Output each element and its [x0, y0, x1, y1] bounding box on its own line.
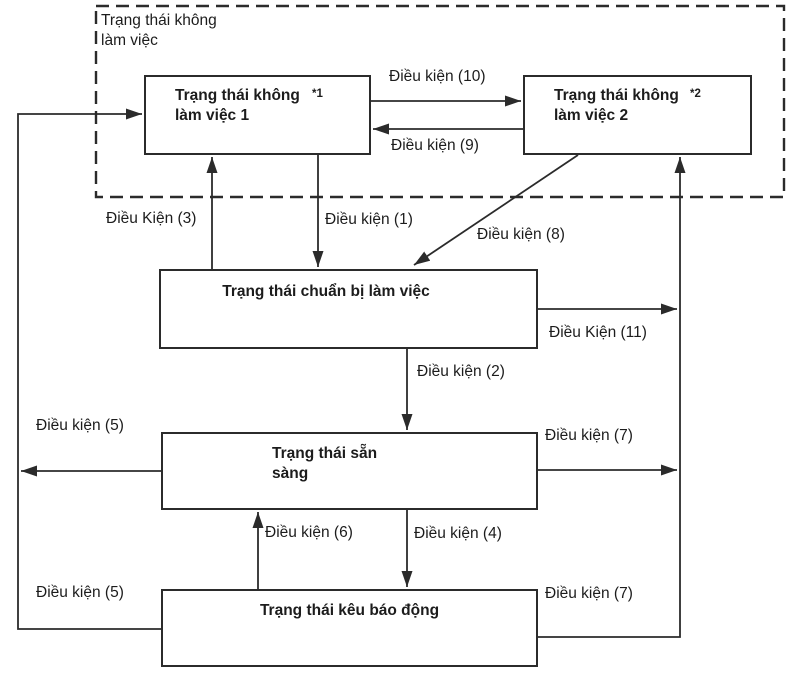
condition-9-label: Điều kiện (9): [391, 137, 479, 154]
arrow-left-feedback-to-idle1: [17, 108, 161, 630]
state-label-idle2: Trạng thái không làm việc 2: [554, 87, 679, 124]
state-box-idle2: Trạng thái không làm việc 2 *2: [523, 75, 752, 155]
condition-5-lower-label: Điều kiện (5): [36, 584, 124, 601]
state-box-prepare: Trạng thái chuẩn bị làm việc: [159, 269, 538, 349]
condition-2-label: Điều kiện (2): [417, 363, 505, 380]
state-box-alarm: Trạng thái kêu báo động: [161, 589, 538, 667]
condition-7-upper-label: Điều kiện (7): [545, 427, 633, 444]
condition-3-label: Điều Kiện (3): [106, 210, 197, 227]
condition-10-label: Điều kiện (10): [389, 68, 486, 85]
state-label-prepare: Trạng thái chuẩn bị làm việc: [222, 283, 430, 300]
condition-11-label: Điều Kiện (11): [549, 324, 647, 341]
condition-8-label: Điều kiện (8): [477, 226, 565, 243]
state-label-idle1: Trạng thái không làm việc 1: [175, 87, 300, 124]
condition-5-upper-label: Điều kiện (5): [36, 417, 124, 434]
idle-group-dashed-frame: [94, 4, 786, 199]
arrow-right-feedback-to-idle2: [538, 157, 686, 638]
footnote-ref-1: *1: [312, 88, 323, 100]
state-box-ready: Trạng thái sẵn sàng: [161, 432, 538, 510]
condition-1-label: Điều kiện (1): [325, 211, 413, 228]
state-box-idle1: Trạng thái không làm việc 1 *1: [144, 75, 371, 155]
idle-group-label: Trạng thái không làm việc: [101, 12, 217, 49]
footnote-ref-2: *2: [690, 88, 701, 100]
state-label-alarm: Trạng thái kêu báo động: [259, 602, 440, 619]
condition-6-label: Điều kiện (6): [265, 524, 353, 541]
condition-7-lower-label: Điều kiện (7): [545, 585, 633, 602]
state-label-ready: Trạng thái sẵn sàng: [272, 445, 378, 482]
arrow-condition-8: [413, 154, 579, 266]
condition-4-label: Điều kiện (4): [414, 525, 502, 542]
